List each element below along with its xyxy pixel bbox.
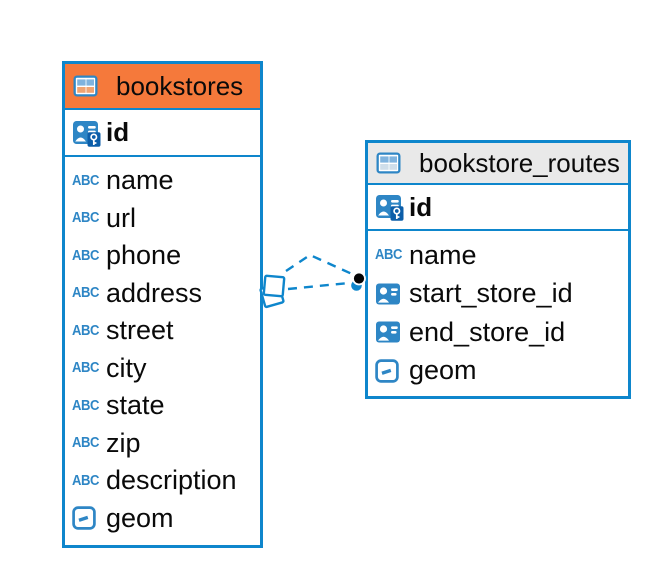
- column-name: zip: [106, 427, 141, 458]
- column-name: phone: [106, 240, 182, 271]
- text-type-icon: ABC: [72, 172, 99, 189]
- column-row-end-store-id[interactable]: end_store_id: [368, 313, 628, 352]
- primary-key-icon: [72, 118, 106, 148]
- column-name: geom: [409, 355, 477, 386]
- column-row-geom[interactable]: geom: [65, 500, 260, 538]
- column-name: url: [106, 202, 137, 233]
- table-bookstores-header[interactable]: bookstores: [65, 64, 260, 110]
- column-name: address: [106, 277, 203, 308]
- column-row-state[interactable]: ABC state: [65, 387, 260, 425]
- column-name: city: [106, 352, 147, 383]
- column-name: geom: [106, 502, 174, 533]
- column-list: ABC name ABC url ABC phone ABC address A…: [65, 157, 260, 537]
- table-title: bookstore_routes: [419, 147, 620, 178]
- column-list: ABC name start_store_id end_store_id geo…: [368, 231, 628, 390]
- diamond-end-marker[interactable]: [259, 274, 286, 309]
- column-row-id[interactable]: id: [368, 185, 628, 231]
- text-type-icon: ABC: [72, 435, 99, 451]
- text-type-icon: ABC: [72, 285, 99, 301]
- column-name: state: [106, 390, 165, 421]
- primary-key-icon: [375, 192, 409, 222]
- column-row-city[interactable]: ABC city: [65, 350, 260, 388]
- text-type-icon: ABC: [72, 472, 99, 489]
- column-row-description[interactable]: ABC description: [65, 462, 260, 500]
- column-name: end_store_id: [409, 316, 566, 347]
- column-row-name[interactable]: ABC name: [65, 162, 260, 200]
- column-name: street: [106, 315, 174, 346]
- column-name: name: [106, 165, 174, 196]
- table-bookstore-routes-header[interactable]: bookstore_routes: [368, 143, 628, 185]
- reference-type-icon: [375, 282, 409, 306]
- text-type-icon: ABC: [72, 210, 99, 226]
- column-name: id: [106, 117, 130, 147]
- column-name: name: [409, 239, 477, 270]
- column-row-zip[interactable]: ABC zip: [65, 425, 260, 463]
- text-type-icon: ABC: [72, 322, 99, 339]
- text-type-icon: ABC: [72, 397, 99, 414]
- text-type-icon: ABC: [72, 360, 99, 376]
- table-icon: [376, 152, 410, 174]
- geometry-type-icon: [375, 359, 409, 383]
- column-row-address[interactable]: ABC address: [65, 275, 260, 313]
- relationship-lines[interactable]: [285, 253, 353, 291]
- column-row-start-store-id[interactable]: start_store_id: [368, 275, 628, 314]
- text-type-icon: ABC: [375, 247, 402, 263]
- column-row-phone[interactable]: ABC phone: [65, 237, 260, 275]
- column-name: description: [106, 465, 237, 496]
- table-icon: [73, 75, 107, 97]
- table-title: bookstores: [116, 70, 244, 101]
- column-row-street[interactable]: ABC street: [65, 312, 260, 350]
- table-bookstore-routes[interactable]: bookstore_routes id ABC name start_store…: [365, 140, 631, 399]
- column-row-id[interactable]: id: [65, 110, 260, 157]
- text-type-icon: ABC: [72, 247, 99, 264]
- column-row-url[interactable]: ABC url: [65, 200, 260, 238]
- column-row-geom[interactable]: geom: [368, 352, 628, 391]
- column-row-name[interactable]: ABC name: [368, 236, 628, 275]
- geometry-type-icon: [72, 506, 106, 530]
- table-bookstores[interactable]: bookstores id ABC name ABC url ABC phone…: [62, 61, 263, 548]
- column-name: start_store_id: [409, 278, 573, 309]
- reference-type-icon: [375, 320, 409, 344]
- column-name: id: [409, 191, 433, 222]
- dot-end-marker[interactable]: [351, 271, 366, 291]
